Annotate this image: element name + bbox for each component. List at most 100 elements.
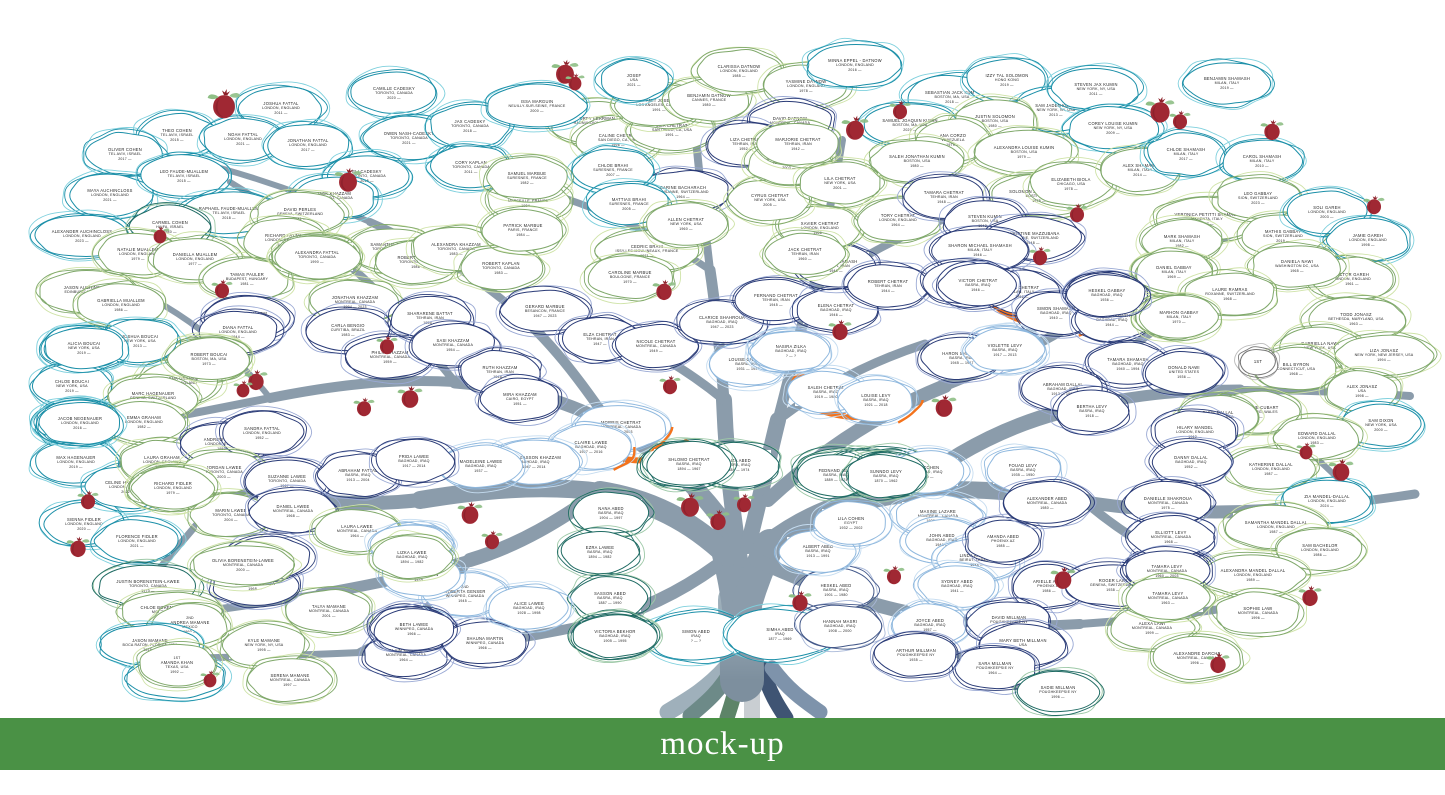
person-node[interactable]: 1ST: [1234, 342, 1281, 381]
person-years: 1947 — 2023: [533, 313, 557, 318]
person-name: SANDRA FATTAL: [244, 426, 280, 432]
person-years: 2011 —: [1089, 91, 1103, 96]
person-years: 1975 —: [1032, 198, 1046, 203]
person-place: BOULOGNE, FRANCE: [609, 275, 651, 280]
person-place: NEW YORK, NEW JERSEY, USA: [1354, 353, 1414, 358]
